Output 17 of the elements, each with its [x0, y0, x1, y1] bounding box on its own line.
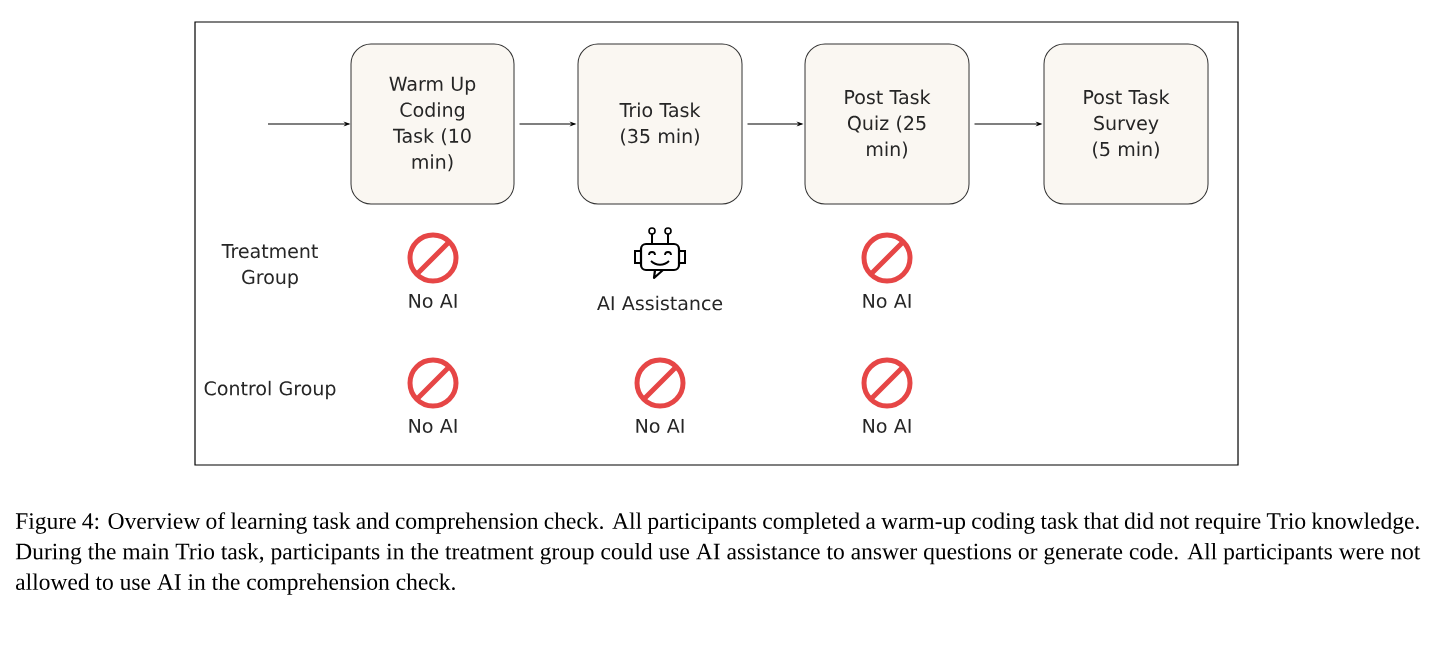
- process-box: Post Task Survey (5 min): [1043, 43, 1209, 205]
- status-label: No AI: [863, 418, 911, 434]
- group-label: Control Group: [204, 380, 336, 400]
- group-label: Treatment Group: [221, 244, 318, 288]
- process-box: Trio Task (35 min): [577, 43, 743, 205]
- status-label: No AI: [636, 418, 684, 434]
- arrow: [974, 122, 1042, 126]
- status-label: AI Assistance: [597, 295, 723, 311]
- arrow: [747, 122, 803, 126]
- arrow: [267, 122, 350, 126]
- status-label: No AI: [409, 418, 457, 434]
- status-label: No AI: [409, 293, 457, 309]
- process-box: Post Task Quiz (25 min): [804, 43, 970, 205]
- process-box: Warm Up Coding Task (10 min): [350, 43, 515, 205]
- caption: Figure 4: Overview of learning task and comprehension check. All participants completed a warm-up coding task that did not require Trio knowledge. During the main Trio task, participants in the treatment group could use AI assistance to answer questions or generate code. All participants were not allowed to use AI in the comprehension check.: [15, 512, 1421, 595]
- status-label: No AI: [863, 293, 911, 309]
- arrow: [519, 122, 576, 126]
